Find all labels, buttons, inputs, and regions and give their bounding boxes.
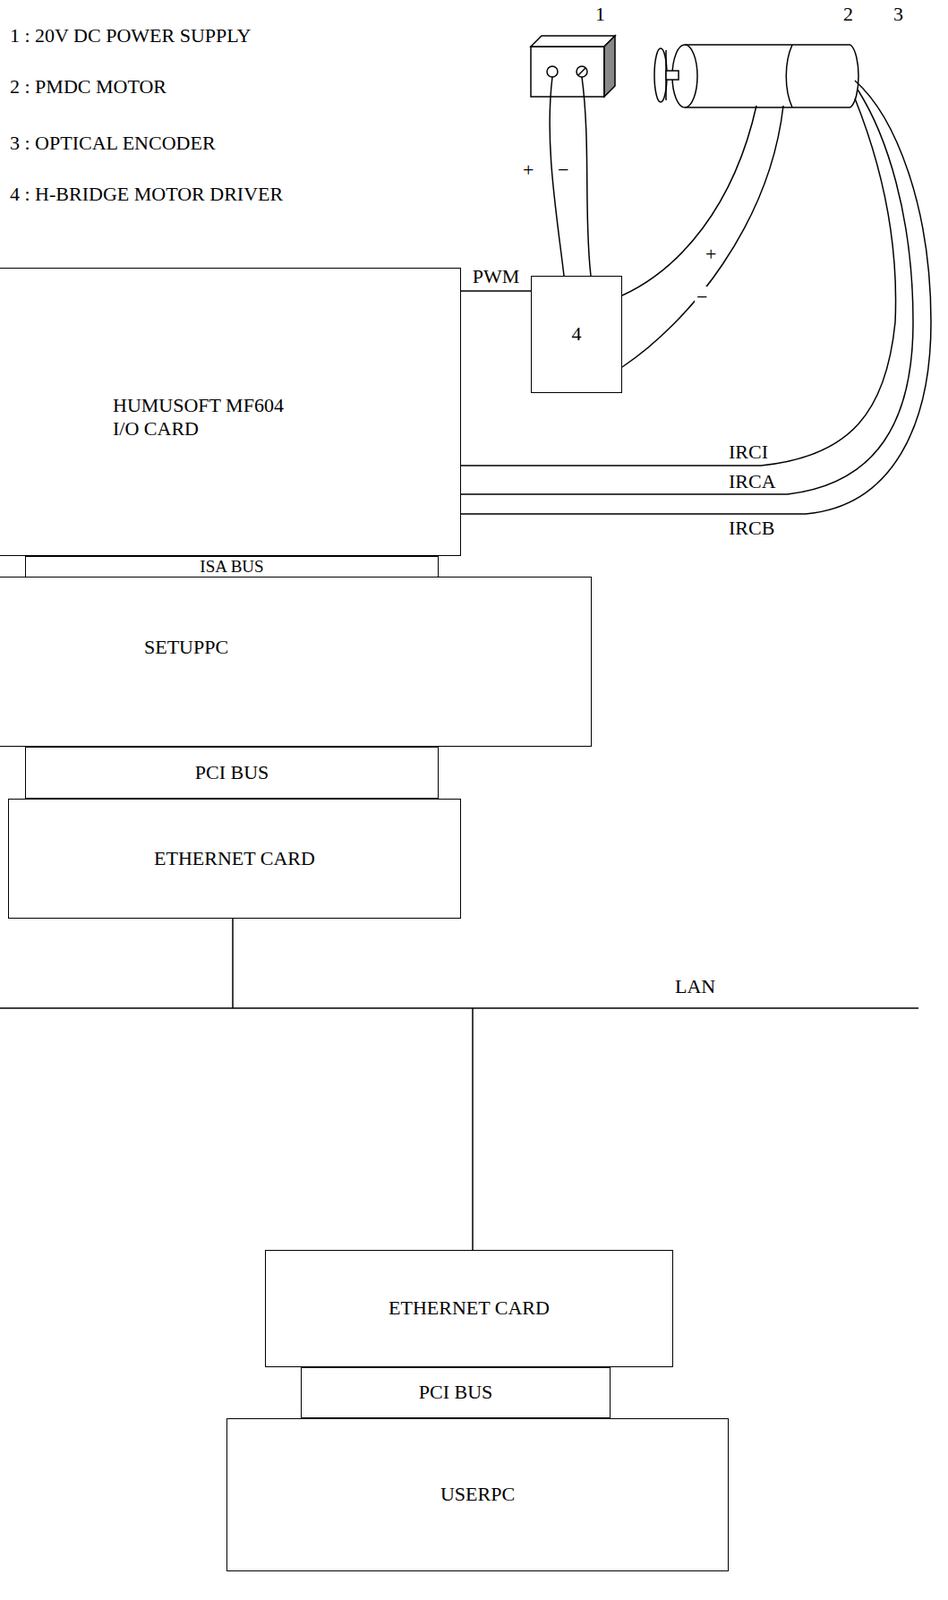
- network-label: LAN: [673, 975, 718, 998]
- wire: [622, 105, 784, 368]
- terminal: [576, 66, 588, 77]
- legend-text: 2 : PMDC MOTOR: [8, 76, 169, 98]
- ethernet-box: ETHERNET CARD: [8, 798, 462, 919]
- pc-box: USERPC: [226, 1417, 729, 1572]
- driver-box: 4: [530, 275, 623, 393]
- box-label: USERPC: [440, 1482, 515, 1506]
- box-label: ETHERNET CARD: [153, 846, 316, 871]
- signal-line: [461, 290, 531, 292]
- bus-box: ISA BUS: [25, 555, 439, 579]
- terminal: [546, 66, 558, 77]
- wire: [622, 105, 757, 296]
- callout-number: 2: [841, 3, 855, 26]
- lan-line: [0, 1007, 919, 1009]
- signal-name: IRCB: [726, 517, 777, 539]
- box-label: 4: [572, 322, 582, 346]
- pc-box: SETUPPC: [0, 576, 592, 747]
- polarity-sign: −: [555, 159, 571, 181]
- polarity-sign: +: [520, 159, 536, 181]
- box-label: PCI BUS: [418, 1380, 494, 1404]
- signal-name: IRCA: [726, 470, 778, 493]
- power-supply-top: [530, 35, 615, 47]
- legend-text: 4 : H-BRIDGE MOTOR DRIVER: [8, 183, 285, 205]
- legend-text: 3 : OPTICAL ENCODER: [8, 132, 218, 154]
- polarity-sign: +: [703, 243, 718, 265]
- power-supply-side: [604, 35, 615, 97]
- bus-box: PCI BUS: [300, 1366, 611, 1418]
- signal-name: IRCI: [726, 441, 770, 463]
- io-card: HUMUSOFT MF604 I/O CARD: [0, 267, 462, 556]
- callout-number: 3: [891, 3, 906, 26]
- wire: [461, 89, 914, 495]
- legend-text: 1 : 20V DC POWER SUPPLY: [8, 25, 253, 47]
- terminal-slot: [578, 68, 586, 76]
- ethernet-box: ETHERNET CARD: [264, 1249, 674, 1367]
- wire: [581, 76, 591, 276]
- polarity-sign: −: [694, 286, 709, 308]
- encoder-end: [850, 44, 859, 108]
- box-label: HUMUSOFT MF604 I/O CARD: [112, 393, 306, 442]
- lan-drop: [471, 1007, 474, 1250]
- wire: [461, 98, 897, 466]
- box-label: ISA BUS: [199, 556, 264, 578]
- lan-drop: [231, 918, 234, 1008]
- motor-body: [684, 44, 851, 108]
- wire: [461, 80, 931, 514]
- encoder-joint: [785, 44, 793, 108]
- box-label: SETUPPC: [144, 635, 229, 659]
- box-label: PCI BUS: [195, 760, 270, 785]
- callout-number: 1: [593, 3, 607, 26]
- signal-name: PWM: [470, 265, 522, 288]
- motor-shaft: [666, 70, 679, 80]
- bus-box: PCI BUS: [25, 746, 439, 799]
- box-label: ETHERNET CARD: [388, 1296, 550, 1320]
- power-supply: [530, 46, 605, 97]
- motor-flange: [654, 48, 667, 103]
